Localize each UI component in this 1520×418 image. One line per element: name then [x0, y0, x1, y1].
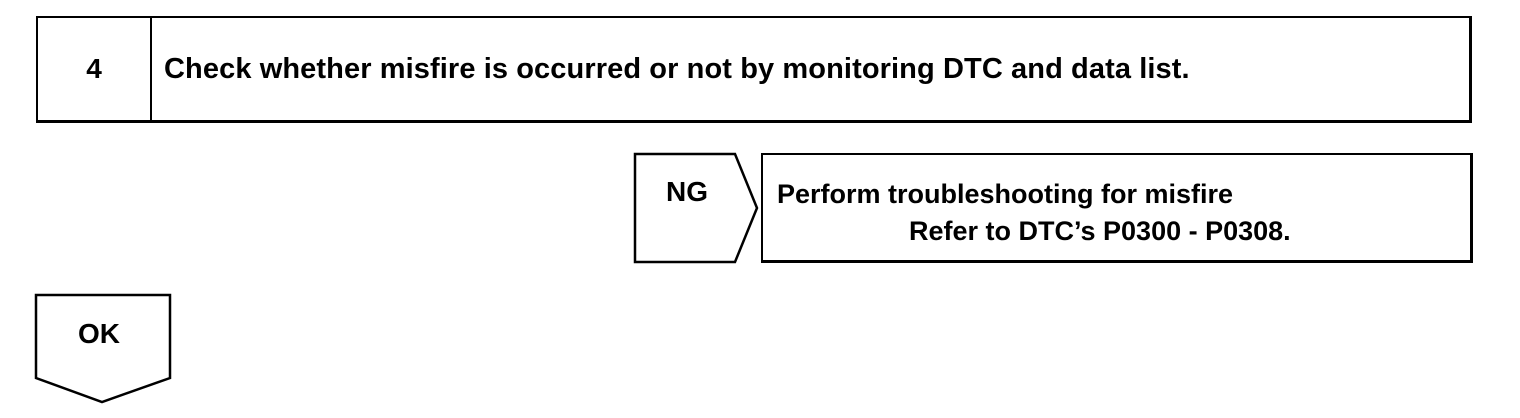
ng-action-reference: Refer to DTC’s P0300 - P0308. [909, 216, 1291, 246]
ng-action-text: Perform troubleshooting for misfire [777, 179, 1234, 209]
ng-arrow-shape [633, 152, 759, 264]
step-instruction: Check whether misfire is occurred or not… [164, 52, 1190, 85]
step-box: 4 Check whether misfire is occurred or n… [36, 16, 1472, 123]
ok-arrow-shape [34, 293, 172, 404]
ok-label: OK [78, 318, 120, 349]
ng-label: NG [666, 176, 708, 207]
ng-action-box: Perform troubleshooting for misfire Refe… [761, 153, 1473, 263]
step-number: 4 [38, 18, 152, 120]
